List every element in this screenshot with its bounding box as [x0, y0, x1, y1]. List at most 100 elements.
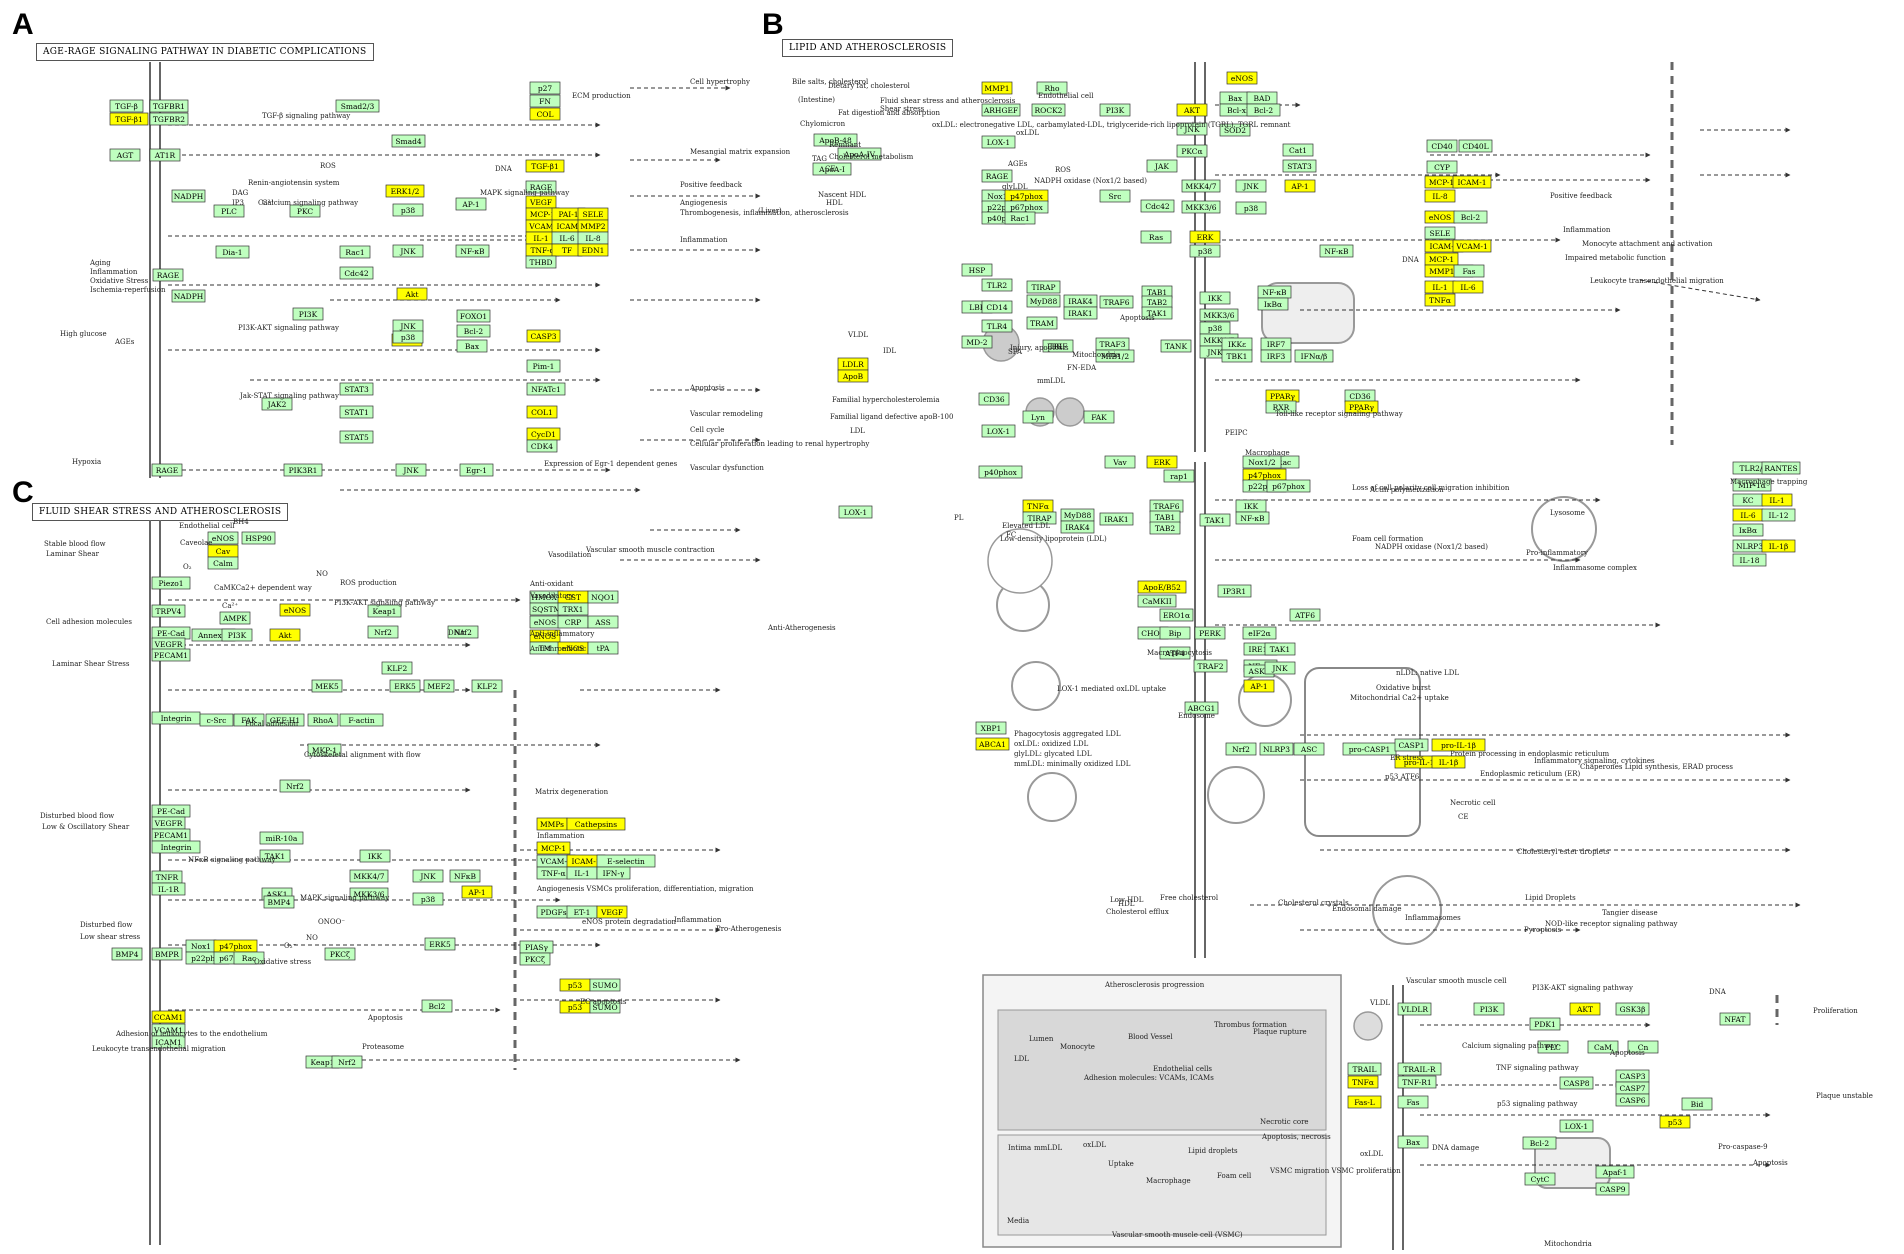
gene-node: TRPV4	[151, 604, 186, 618]
gene-box	[596, 905, 628, 919]
gene-node: p38	[392, 203, 424, 217]
gene-node: Egr-1	[459, 463, 494, 477]
annotation-text: Chaperones Lipid synthesis, ERAD process	[1580, 763, 1733, 771]
gene-label: TGF-β	[115, 102, 138, 111]
annotation-text: Inflammatory signaling, cytokines	[1534, 757, 1655, 765]
gene-label: EDN1	[582, 246, 605, 255]
annotation-text: Anti-oxidant	[529, 580, 574, 588]
gene-label: F-actin	[348, 716, 374, 725]
gene-node: KC	[1732, 493, 1764, 507]
gene-label: TNFα	[1352, 1078, 1374, 1087]
gene-label: eNOS	[1231, 74, 1253, 83]
gene-label: JNK	[1242, 182, 1259, 191]
gene-label: LBP	[969, 303, 985, 312]
gene-label: p38	[401, 333, 416, 342]
gene-box	[1141, 306, 1173, 320]
gene-label: PKCζ	[330, 950, 350, 959]
gene-node: AKT	[1176, 103, 1208, 117]
gene-box	[1099, 295, 1134, 309]
gene-node: IL-6	[1732, 508, 1764, 522]
annotation-text: DNA	[1402, 256, 1420, 264]
gene-box	[1159, 626, 1191, 640]
annotation-text: DNA damage	[1432, 1144, 1479, 1152]
gene-node: Nrf2	[331, 1055, 363, 1069]
gene-label: ASC	[1300, 745, 1318, 754]
gene-box	[981, 319, 1013, 333]
gene-box	[455, 244, 490, 258]
gene-node: TRAIL-R	[1397, 1062, 1442, 1076]
annotation-text: Familial ligand defective apoB-100	[830, 413, 953, 421]
gene-node: IL-6	[551, 231, 583, 245]
gene-label: PECAM1	[154, 831, 188, 840]
annotation-text: Expression of Egr-1 dependent genes	[544, 460, 678, 468]
gene-label: TRX1	[563, 605, 584, 614]
annotation-text: Mitochondrial Ca2+ uptake	[1350, 694, 1449, 702]
gene-label: JNK	[399, 322, 416, 331]
annotation-text: Pro-caspase-9	[1718, 1143, 1768, 1151]
gene-node: ASC	[1293, 742, 1325, 756]
annotation-text: TAG	[812, 155, 827, 163]
gene-label: TBK1	[1227, 352, 1248, 361]
gene-node: PKCζ	[324, 947, 356, 961]
gene-node: ApoB	[837, 369, 869, 383]
gene-node: JNK	[1235, 179, 1267, 193]
annotation-text: nLDL: native LDL	[1396, 669, 1459, 677]
annotation-text: Vascular smooth muscle cell	[1405, 977, 1507, 985]
gene-label: Piezo1	[158, 579, 183, 588]
annotation-text: Lumen	[1029, 1035, 1054, 1043]
gene-box	[265, 713, 305, 727]
gene-node: PKC	[289, 204, 321, 218]
gene-label: ApoA-I	[818, 165, 845, 174]
gene-label: p22phox	[191, 954, 224, 963]
gene-box	[1026, 294, 1061, 308]
gene-label: STAT5	[344, 433, 369, 442]
gene-label: MKK3/6	[1186, 203, 1217, 212]
gene-node: Nrf2	[367, 625, 399, 639]
gene-label: Rac1	[1010, 214, 1029, 223]
gene-label: Calm	[213, 559, 233, 568]
annotation-text: oxLDL: oxidized LDL	[1014, 740, 1089, 748]
gene-node: CASP3	[526, 329, 561, 343]
gene-node: p47phox	[213, 939, 258, 953]
gene-label: ERK1/2	[391, 187, 420, 196]
annotation-text: Familial hypercholesterolemia	[832, 396, 940, 404]
gene-node: Akt	[269, 628, 301, 642]
gene-box	[1319, 244, 1354, 258]
gene-label: MKK3/6	[354, 890, 385, 899]
annotation-text: Vascular smooth muscle cell (VSMC)	[1111, 1231, 1243, 1239]
gene-box	[1426, 160, 1458, 174]
gene-node: NADPH	[171, 289, 206, 303]
gene-node: ApoB-48	[813, 133, 858, 147]
gene-box	[1217, 584, 1252, 598]
annotation-text: Vascular smooth muscle contraction	[585, 546, 715, 554]
organelle-circle	[1531, 496, 1597, 562]
gene-box	[1189, 230, 1221, 244]
annotation-text: CE	[1458, 813, 1468, 821]
gene-node: PPARγ	[1344, 400, 1379, 414]
gene-node: eNOS	[1424, 210, 1456, 224]
annotation-text: Toll-like receptor signaling pathway	[1275, 410, 1403, 418]
gene-label: JNK	[402, 466, 419, 475]
gene-label: eNOS	[1429, 213, 1451, 222]
gene-label: Nrf2	[454, 628, 472, 637]
annotation-text: p53 signaling pathway	[1497, 1100, 1577, 1108]
gene-node: PLC	[213, 204, 245, 218]
gene-node: TRX1	[557, 602, 589, 616]
gene-node: CASP3	[1615, 1069, 1650, 1083]
gene-box	[1719, 1012, 1751, 1026]
gene-label: ERO1α	[1163, 611, 1190, 620]
gene-node: TLR4	[981, 319, 1013, 333]
gene-node: IRAK4	[1063, 294, 1098, 308]
gene-node: ERK	[1146, 455, 1178, 469]
gene-node: Cdc42	[1140, 199, 1175, 213]
annotation-text: Intima	[1008, 1144, 1031, 1152]
gene-label: Bcl-2	[1254, 106, 1274, 115]
gene-node: ApoE/B52	[1137, 580, 1187, 594]
gene-box	[1235, 201, 1267, 215]
gene-box	[525, 180, 557, 194]
annotation-text: NO	[316, 570, 328, 578]
annotation-text: Endosome	[1178, 712, 1215, 720]
gene-box	[961, 335, 993, 349]
gene-node: ERK5	[424, 937, 456, 951]
